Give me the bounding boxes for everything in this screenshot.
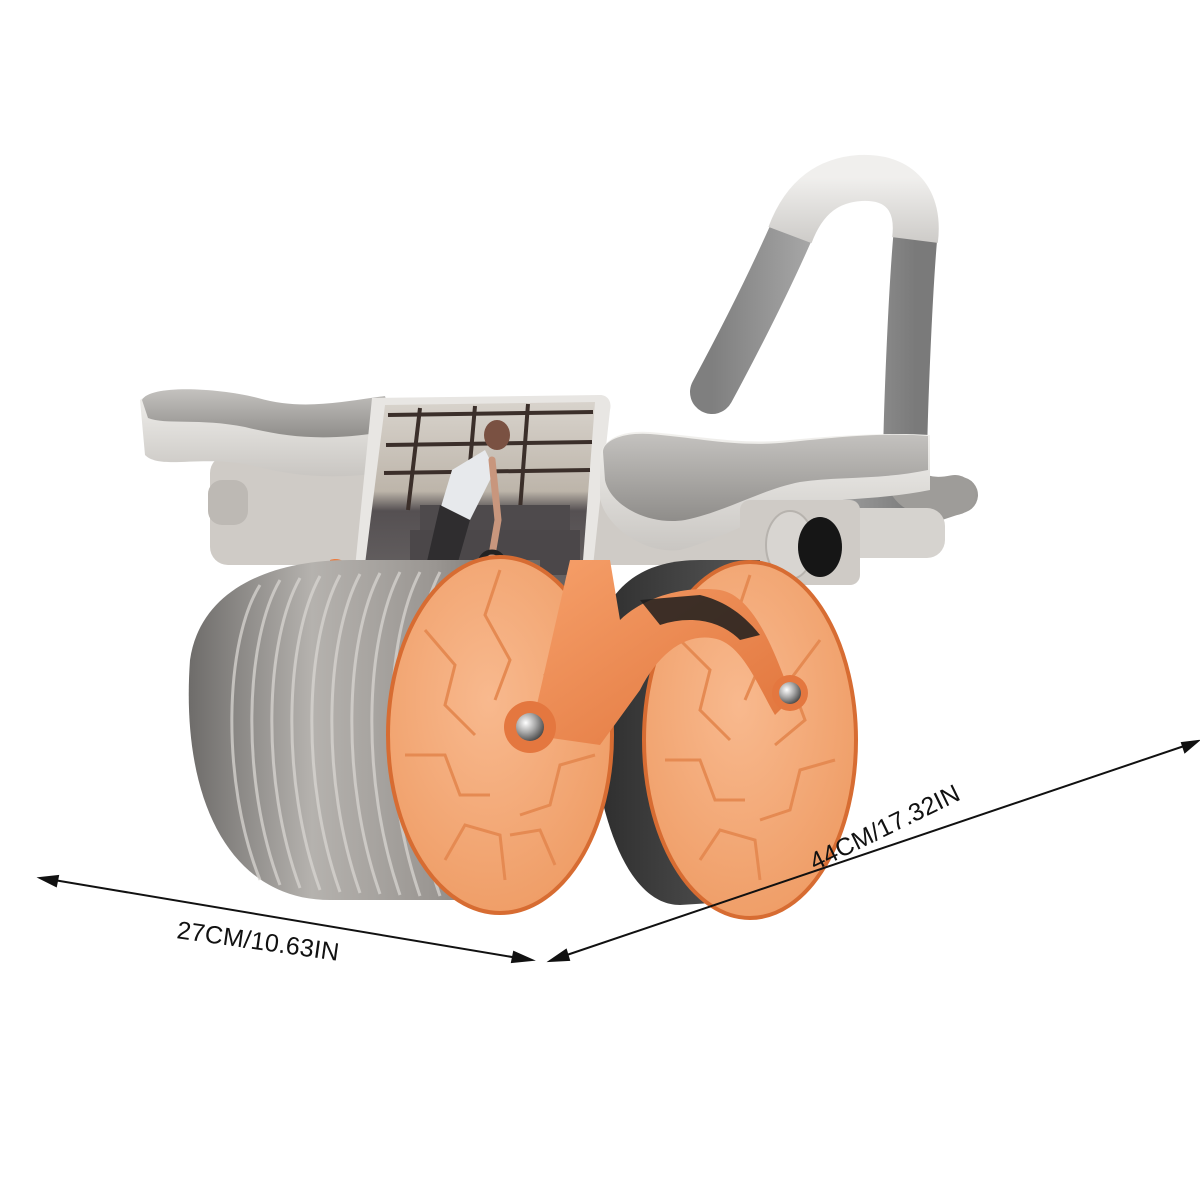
length-dimension-line [546,739,1200,963]
front-wheel [188,555,614,915]
orange-frame [504,560,808,753]
left-elbow-pad [140,389,400,477]
width-dimension-line [36,874,536,964]
right-elbow-pad [600,431,930,551]
rear-wheel-face [642,560,858,920]
phone-holder [330,395,611,625]
